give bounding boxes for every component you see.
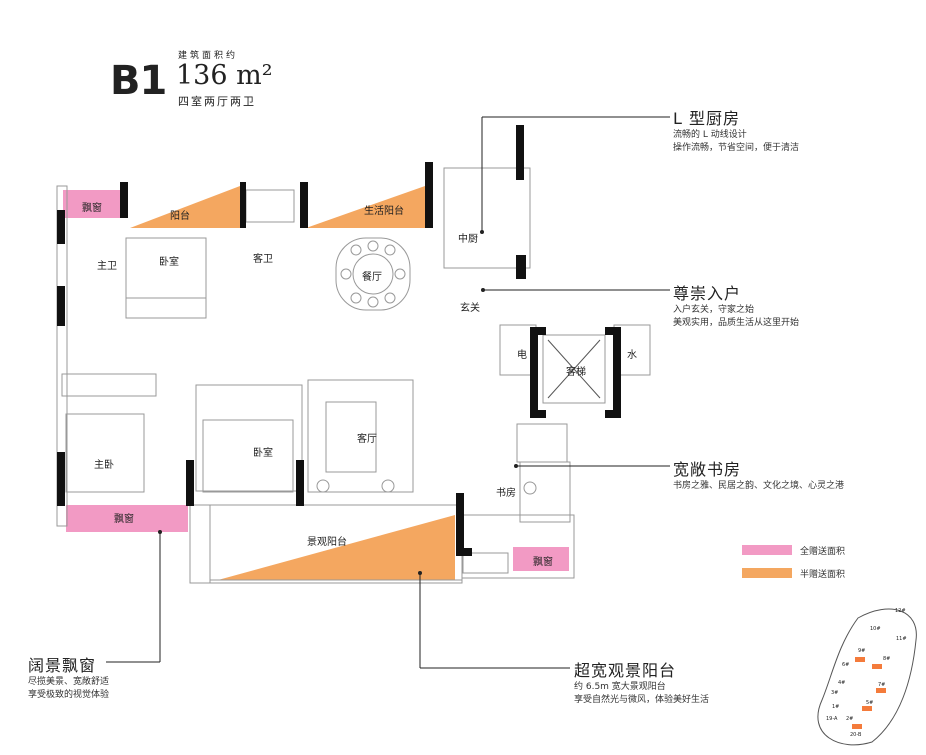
site-building-label: 7# (878, 682, 886, 688)
callout-view-balcony: 超宽观景阳台 约 6.5m 宽大景观阳台 享受自然光与微风，体验美好生活 (574, 657, 709, 707)
callout-title: 超宽观景阳台 (574, 661, 677, 680)
callout-desc: 流畅的 L 动线设计 (673, 130, 747, 140)
entrance-label: 玄关 (460, 303, 480, 314)
area-value: 136 m² (176, 60, 273, 91)
electric-label: 电 (517, 350, 527, 361)
callout-desc: 约 6.5m 宽大景观阳台 (574, 682, 666, 692)
callout-study: 宽敞书房 书房之雅、民居之韵、文化之境、心灵之港 (673, 456, 844, 493)
water-label: 水 (627, 350, 637, 361)
wall (605, 410, 621, 418)
callout-title: L 型厨房 (673, 109, 741, 128)
site-building-label: 5# (866, 700, 874, 706)
legend-swatch-full (742, 545, 792, 555)
callout-desc: 书房之雅、民居之韵、文化之境、心灵之港 (673, 481, 845, 491)
site-building-label: 1# (832, 704, 840, 710)
living-balcony-label: 生活阳台 (364, 206, 404, 217)
site-building-label: 4# (838, 680, 846, 686)
wall (240, 182, 246, 228)
master-bedroom-label: 主卧 (94, 460, 114, 471)
master-bath-label: 主卫 (97, 261, 117, 272)
callout-title: 尊崇入户 (673, 284, 742, 303)
unit-code: B1 (110, 58, 167, 104)
callout-desc: 入户玄关，守家之始 (673, 305, 755, 315)
callout-title: 宽敞书房 (673, 460, 742, 479)
elevator-label: 客梯 (566, 367, 586, 378)
bay-window-study-label: 飘窗 (533, 557, 553, 568)
area-label: 建筑面积约 (178, 51, 239, 61)
legend-label-full: 全赠送面积 (800, 547, 846, 557)
bay-window-study-area (513, 547, 569, 571)
wall (425, 162, 433, 228)
site-building-label: 2# (846, 716, 854, 722)
callout-desc: 尽揽美景、宽敞舒适 (28, 677, 110, 687)
site-building-label: 10# (870, 626, 881, 632)
callout-title: 阔景飘窗 (28, 656, 97, 675)
bay-window-master-top-area (63, 190, 121, 218)
view-balcony-area (218, 515, 455, 580)
kitchen-label: 中厨 (458, 234, 478, 245)
study-label: 书房 (496, 488, 516, 499)
site-building-label: 8# (883, 656, 891, 662)
balcony-label: 阳台 (170, 211, 190, 222)
balcony-area (130, 186, 240, 228)
site-building-label: 12# (895, 608, 906, 614)
view-balcony-label: 景观阳台 (307, 537, 347, 548)
callout-entrance: 尊崇入户 入户玄关，守家之始 美观实用，品质生活从这里开始 (673, 280, 799, 330)
bay-window-master-top-label: 飘窗 (82, 203, 102, 214)
bedroom-a-label: 卧室 (159, 257, 179, 268)
dining-label: 餐厅 (362, 272, 382, 283)
wall (57, 286, 65, 326)
guest-bath-label: 客卫 (253, 254, 273, 265)
wall (186, 460, 194, 506)
living-balcony-area (306, 186, 425, 228)
bedroom-b-label: 卧室 (253, 448, 273, 459)
callout-desc: 美观实用，品质生活从这里开始 (673, 318, 800, 328)
callout-l-kitchen: L 型厨房 流畅的 L 动线设计 操作流畅，节省空间，便于清洁 (673, 105, 799, 155)
wall (516, 255, 526, 279)
wall (296, 460, 304, 506)
wall (57, 452, 65, 506)
site-building-label: 20-B (850, 732, 862, 738)
legend-label-half: 半赠送面积 (800, 570, 846, 580)
living-label: 客厅 (357, 434, 377, 445)
site-building-label: 19-A (826, 716, 838, 722)
wall (456, 548, 472, 556)
wall (57, 210, 65, 244)
callout-desc: 享受自然光与微风，体验美好生活 (574, 695, 710, 705)
site-building-label: 3# (831, 690, 839, 696)
wall (530, 410, 546, 418)
bay-window-master-bottom-area (66, 505, 188, 532)
callout-bay-window: 阔景飘窗 尽揽美景、宽敞舒适 享受极致的视觉体验 (28, 652, 109, 702)
wall (456, 493, 464, 553)
wall (516, 125, 524, 180)
wall (613, 327, 621, 417)
site-building-label: 6# (842, 662, 850, 668)
layout-type: 四室两厅两卫 (178, 95, 256, 108)
bay-window-master-bottom-label: 飘窗 (114, 514, 134, 525)
site-building-label: 9# (858, 648, 866, 654)
wall (300, 182, 308, 228)
callout-desc: 操作流畅，节省空间，便于清洁 (673, 143, 800, 153)
callout-desc: 享受极致的视觉体验 (28, 690, 110, 700)
legend-swatch-half (742, 568, 792, 578)
wall (530, 327, 538, 417)
site-building-label: 11# (896, 636, 907, 642)
wall (120, 182, 128, 218)
site-map (817, 608, 917, 746)
